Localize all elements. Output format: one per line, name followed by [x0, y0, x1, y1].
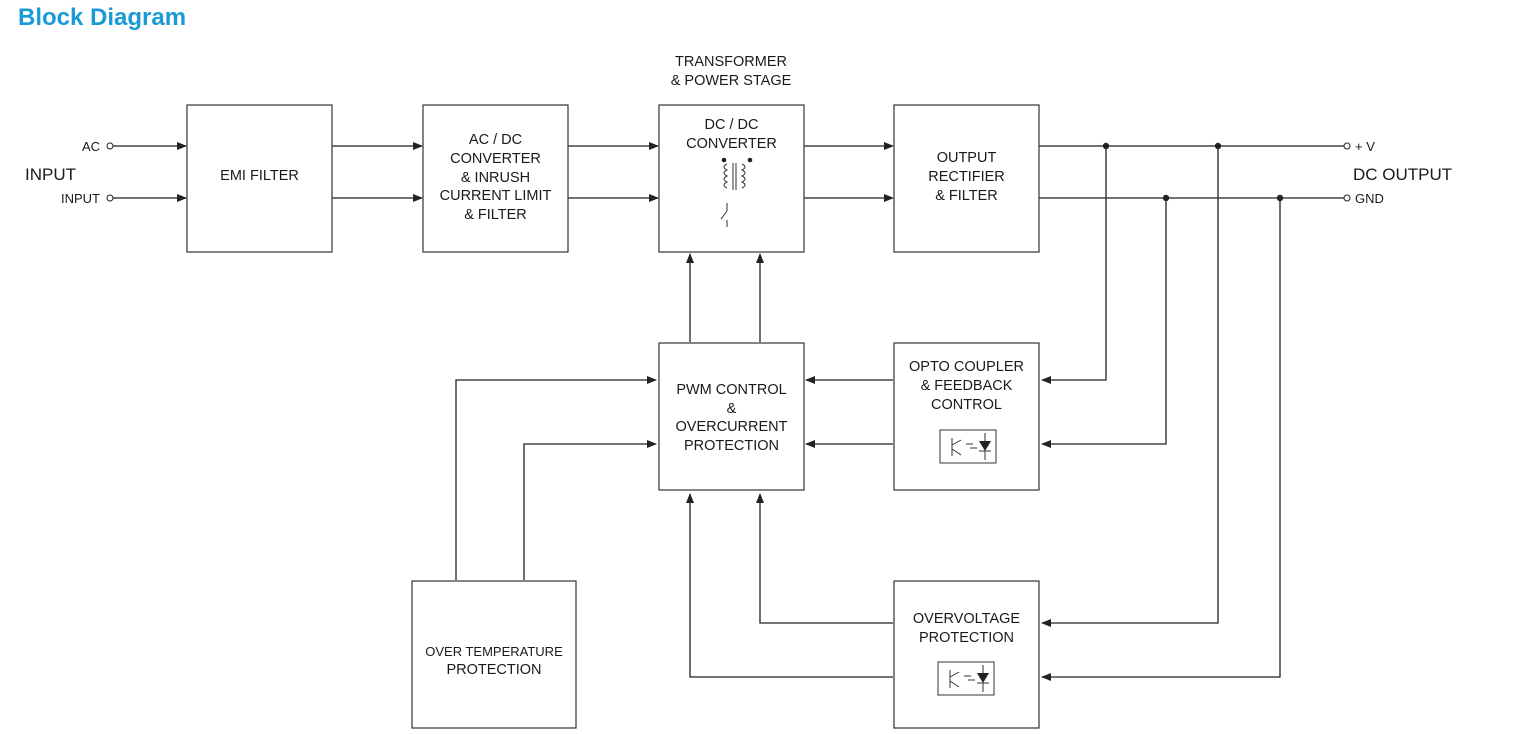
page-title: Block Diagram: [18, 4, 187, 31]
input-label: INPUT: [61, 191, 100, 206]
pwm-label-line-2: &: [727, 401, 737, 417]
acdc-label-line-5: & FILTER: [464, 207, 527, 223]
transformer-icon: [721, 157, 753, 190]
opto-label-line-2: & FEEDBACK: [921, 378, 1013, 394]
plus-v-label: + V: [1355, 139, 1375, 154]
wire-gnd-to-ovp: [1041, 198, 1281, 681]
junction-dot: [1214, 142, 1222, 150]
dcdc-label-line-2: CONVERTER: [686, 136, 777, 152]
acdc-label-line-2: CONVERTER: [450, 151, 541, 167]
pwm-label-line-4: PROTECTION: [684, 438, 779, 454]
ovp-label-line-2: PROTECTION: [919, 630, 1014, 646]
acdc-label-line-1: AC / DC: [469, 132, 522, 148]
junction-dot: [1276, 194, 1284, 202]
wire-otp-to-pwm-bottom: [523, 440, 657, 580]
input-terminal-icon: [106, 194, 114, 202]
junction-dot: [1162, 194, 1170, 202]
transformer-caption-line-1: TRANSFORMER: [675, 54, 787, 70]
emi-filter-label: EMI FILTER: [220, 168, 299, 184]
gnd-terminal-icon: [1343, 194, 1351, 202]
emi-filter-block: EMI FILTER: [186, 104, 333, 253]
wire-plus-to-ovp: [1041, 146, 1219, 627]
switch-icon: [720, 203, 728, 227]
ac-terminal-icon: [106, 142, 114, 150]
otp-label-line-1: OVER TEMPERATURE: [425, 644, 563, 659]
transformer-caption-line-2: & POWER STAGE: [671, 73, 792, 89]
pwm-label-line-1: PWM CONTROL: [676, 382, 786, 398]
acdc-label-line-3: & INRUSH: [461, 170, 530, 186]
optocoupler-icon: [939, 429, 997, 464]
opto-label-line-3: CONTROL: [931, 397, 1002, 413]
pwm-label-line-3: OVERCURRENT: [676, 419, 788, 435]
dcdc-label-line-1: DC / DC: [705, 117, 759, 133]
over-temperature-block: OVER TEMPERATURE PROTECTION: [411, 580, 577, 729]
gnd-label: GND: [1355, 191, 1384, 206]
rect-label-line-3: & FILTER: [935, 188, 998, 204]
wire-plus-to-opto: [1041, 146, 1107, 384]
wire-gnd-to-opto: [1041, 198, 1167, 448]
opto-label-line-1: OPTO COUPLER: [909, 359, 1024, 375]
opto-coupler-block: OPTO COUPLER & FEEDBACK CONTROL: [893, 342, 1040, 491]
rect-label-line-1: OUTPUT: [937, 150, 997, 166]
wire-otp-to-pwm-top: [455, 376, 657, 580]
ovp-label-line-1: OVERVOLTAGE: [913, 611, 1020, 627]
rect-label-line-2: RECTIFIER: [928, 169, 1005, 185]
acdc-label-line-4: CURRENT LIMIT: [440, 188, 552, 204]
overvoltage-protection-block: OVERVOLTAGE PROTECTION: [893, 580, 1040, 729]
output-rectifier-block: OUTPUT RECTIFIER & FILTER: [893, 104, 1040, 253]
wire-ovp-to-pwm-left: [686, 493, 893, 678]
dcdc-converter-block: DC / DC CONVERTER: [658, 104, 805, 253]
ac-label: AC: [82, 139, 100, 154]
dc-output-heading: DC OUTPUT: [1353, 165, 1452, 184]
junction-dots: [1102, 142, 1284, 202]
wire-ovp-to-pwm-right: [756, 493, 893, 624]
pwm-control-block: PWM CONTROL & OVERCURRENT PROTECTION: [658, 342, 805, 491]
acdc-converter-block: AC / DC CONVERTER & INRUSH CURRENT LIMIT…: [422, 104, 569, 253]
input-heading: INPUT: [25, 165, 76, 184]
plus-v-terminal-icon: [1343, 142, 1351, 150]
junction-dot: [1102, 142, 1110, 150]
otp-label-line-2: PROTECTION: [446, 662, 541, 678]
wires: [113, 142, 1344, 681]
optocoupler-icon: [937, 661, 995, 696]
